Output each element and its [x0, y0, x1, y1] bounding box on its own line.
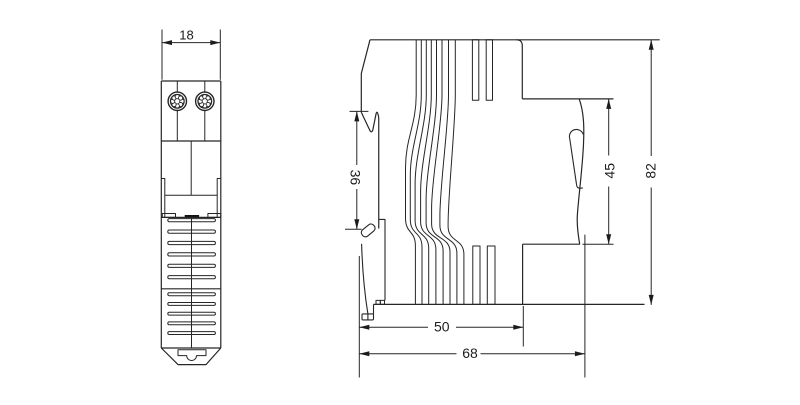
svg-text:68: 68 [462, 345, 478, 361]
svg-text:18: 18 [179, 28, 193, 43]
svg-text:45: 45 [601, 163, 617, 179]
svg-text:36: 36 [348, 170, 364, 186]
svg-text:82: 82 [643, 163, 659, 179]
svg-text:50: 50 [434, 319, 450, 335]
